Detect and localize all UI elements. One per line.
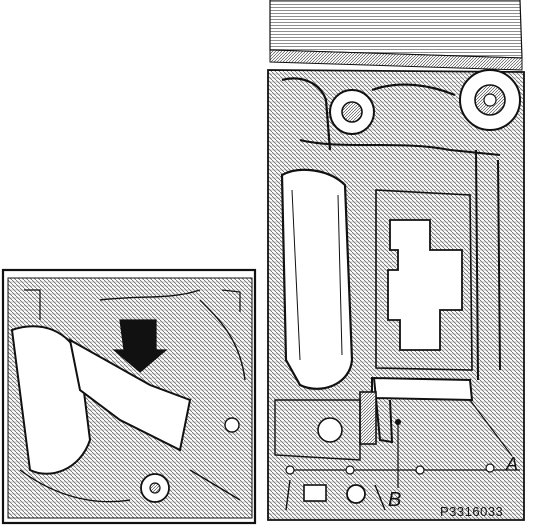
sensor-bracket [371,376,474,402]
label-a: A [505,454,518,474]
inset-arrow [112,319,168,373]
leader-a [469,399,513,457]
control-module [387,219,463,351]
top-cover [269,0,523,59]
coolant-pipe [280,168,354,390]
inset-detail [1,268,257,525]
main-view [267,0,525,521]
label-b: B [388,489,401,511]
figure-code: P3316033 [440,504,503,519]
